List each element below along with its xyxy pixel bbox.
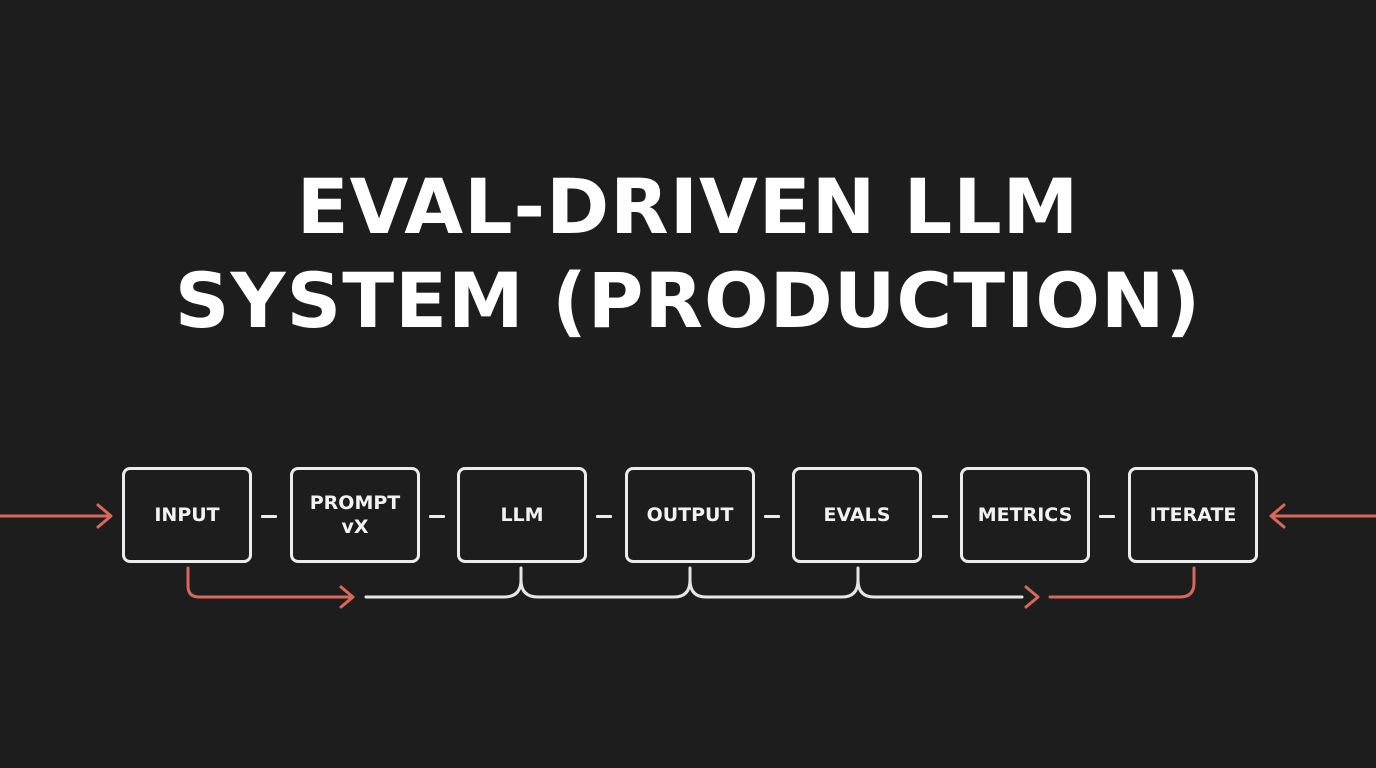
stage-label-evals: EVALS [823,504,891,526]
title-line-2: SYSTEM (PRODUCTION) [174,256,1202,345]
title-line-1: EVAL-DRIVEN LLM [296,162,1080,251]
stage-label-metrics: METRICS [977,504,1073,526]
stage-label-output: OUTPUT [646,504,734,526]
stage-box-iterate: ITERATE [1128,467,1258,563]
input-to-prompt-arrow [186,566,355,609]
stage-box-llm: LLM [457,467,587,563]
connector-dash [1099,515,1115,518]
incoming-arrow-right [1269,503,1376,529]
iterate-return-arrow [1024,566,1196,609]
stage-label-prompt: PROMPT vX [309,492,401,538]
connector-dash [932,515,948,518]
incoming-arrow-left [0,503,113,529]
stage-box-prompt: PROMPT vX [290,467,420,563]
stage-box-input: INPUT [122,467,252,563]
stage-box-metrics: METRICS [960,467,1090,563]
stage-box-output: OUTPUT [625,467,755,563]
feedback-bus-line [364,566,1024,599]
connector-dash [429,515,445,518]
stage-label-llm: LLM [500,504,544,526]
connector-dash [764,515,780,518]
stage-label-iterate: ITERATE [1149,504,1237,526]
connector-dash [596,515,612,518]
connector-dash [261,515,277,518]
page-title: EVAL-DRIVEN LLM SYSTEM (PRODUCTION) [0,160,1376,348]
stage-box-evals: EVALS [792,467,922,563]
stage-label-input: INPUT [154,504,220,526]
